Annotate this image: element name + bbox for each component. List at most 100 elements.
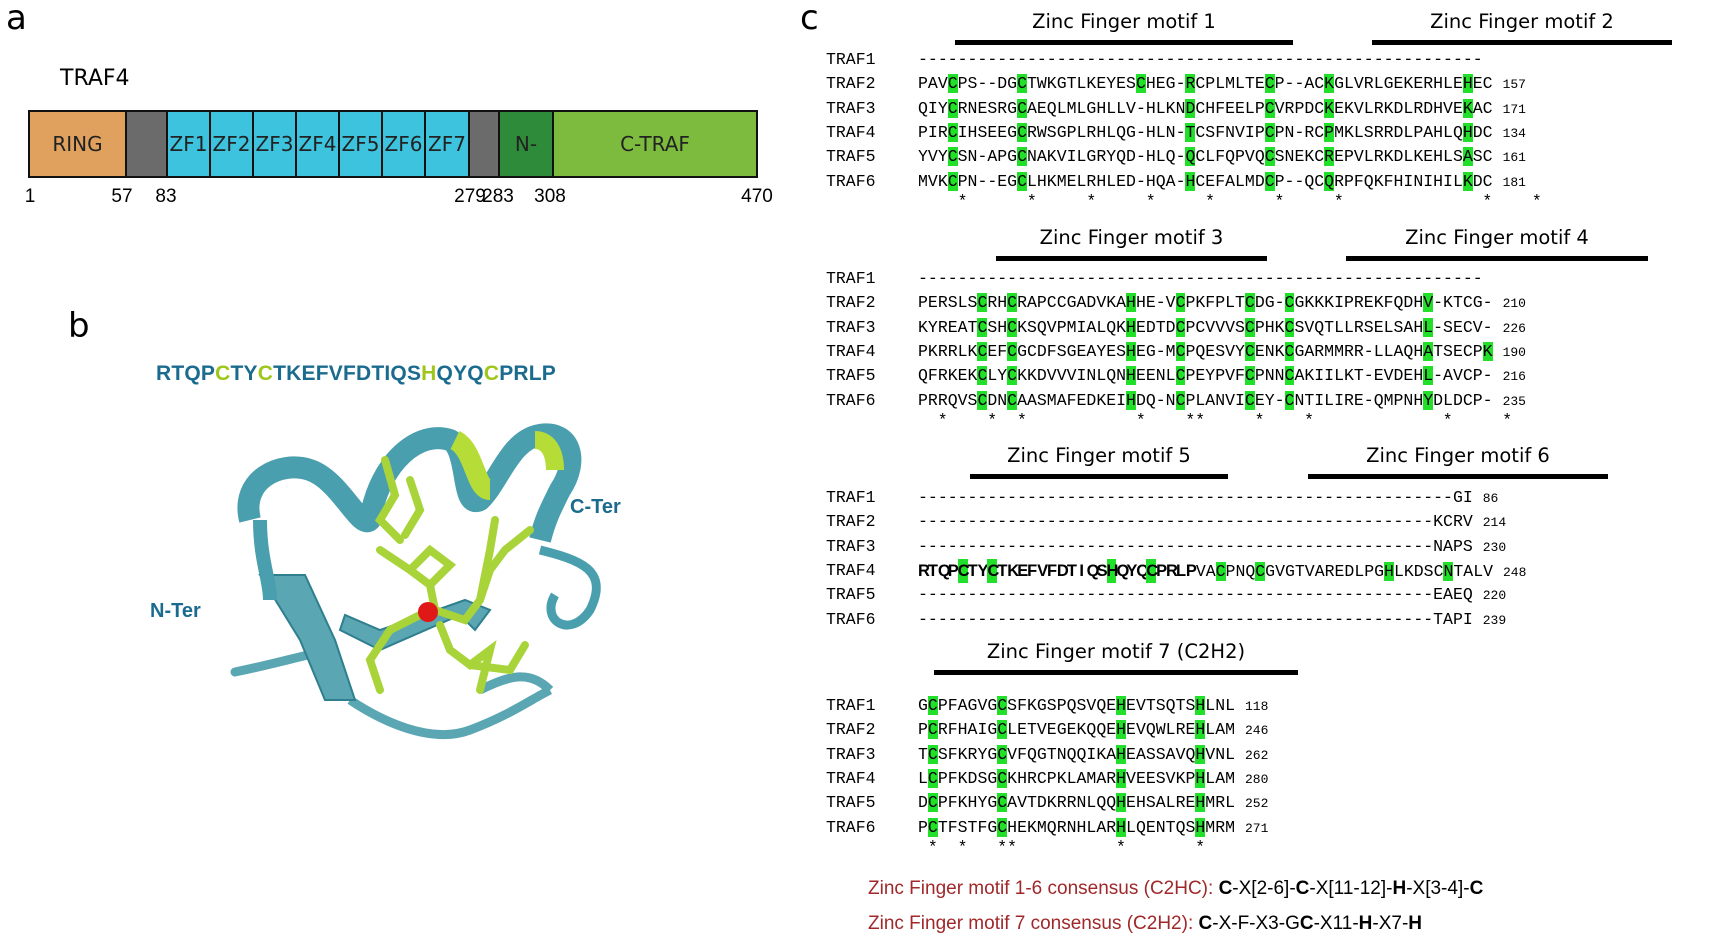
consensus-token: C [1295, 878, 1310, 899]
consensus-token: -X[2-6]- [1232, 878, 1296, 899]
sequence-name: TRAF6 [826, 609, 876, 629]
sequence-name: TRAF4 [826, 122, 876, 142]
conservation-stars: * * * * ** * * * * [918, 410, 1513, 430]
sequence-name: TRAF4 [826, 768, 876, 788]
motif-title: Zinc Finger motif 6 [1366, 444, 1550, 467]
consensus-token: -X[11-12]- [1309, 878, 1393, 899]
residue-position: 283 [482, 186, 514, 207]
sequence-segment: RTQP [156, 362, 216, 385]
motif-title: Zinc Finger motif 3 [1039, 226, 1224, 249]
residue-count: 220 [1482, 588, 1507, 604]
sequence-row: PIRCIHSEEGCRWSGPLRHLQG-HLN-TCSFNVIPCPN-R… [918, 122, 1526, 142]
motif-title: Zinc Finger motif 7 (C2H2) [986, 640, 1246, 663]
domain-linker [125, 110, 168, 178]
domain-zf1: ZF1 [166, 110, 211, 178]
sequence-row: QFRKEKCLYCKKDVVVINLQNHEENLCPEYPVFCPNNCAK… [918, 366, 1526, 386]
domain-zf5: ZF5 [338, 110, 383, 178]
sequence-row: PKRRLKCEFCGCDFSGEAYESHEG-MCPQESVYCENKCGA… [918, 341, 1526, 361]
consensus-token: H [1408, 913, 1423, 934]
residue-count: 252 [1245, 796, 1269, 812]
residue-position: 83 [155, 186, 177, 207]
consensus-c2h2: Zinc Finger motif 7 consensus (C2H2): C-… [868, 913, 1422, 935]
consensus-token: -X-F-X3-G [1212, 913, 1300, 934]
residue-count: 280 [1245, 771, 1269, 787]
sequence-row: ----------------------------------------… [918, 488, 1499, 507]
sequence-name: TRAF5 [826, 793, 876, 813]
residue-position: 279 [454, 186, 486, 207]
sequence-name: TRAF6 [826, 817, 876, 837]
sequence-name: TRAF2 [826, 293, 876, 313]
residue-position: 1 [24, 186, 36, 207]
zf5-sequence: RTQPCTYCTKEFVFDTIQSHQYQCPRLP [156, 362, 556, 386]
panel-label-a: a [6, 0, 27, 38]
sequence-row: PRRQVSCDNCAASMAFEDKEIHDQ-NCPLANVICEY-CNT… [918, 390, 1526, 410]
domain-ring: RING [28, 110, 127, 178]
sequence-name: TRAF5 [826, 366, 876, 386]
sequence-name: TRAF1 [826, 696, 876, 715]
consensus-token: -X7- [1372, 913, 1409, 934]
sequence-name: TRAF2 [826, 720, 876, 740]
sequence-name: TRAF6 [826, 171, 876, 191]
sequence-segment: PRLP [499, 362, 557, 385]
motif-title: Zinc Finger motif 5 [1007, 444, 1191, 467]
residue-count: 226 [1502, 320, 1526, 336]
sequence-row: ----------------------------------------… [918, 50, 1483, 69]
residue-count: 214 [1482, 515, 1507, 531]
sequence-row: KYREATCSHCKSQVPMIALQKHEDTDCPCVVVSCPHKCSV… [918, 317, 1526, 337]
consensus-c2h2-pattern: C-X-F-X3-GC-X11-H-X7-H [1199, 913, 1423, 934]
consensus-token: H [1358, 913, 1373, 934]
residue-count: 171 [1502, 101, 1526, 117]
sequence-segment: H [421, 362, 437, 385]
sequence-row: QIYCRNESRGCAEQLMLGHLLV-HLKNDCHFEELPCVRPD… [918, 98, 1526, 118]
domain-ctraf: C-TRAF [552, 110, 758, 178]
sequence-row: PAVCPS--DGCTWKGTLKEYESCHEG-RCPLMLTECP--A… [918, 74, 1526, 94]
motif-bar [934, 670, 1298, 675]
residue-count: 161 [1502, 150, 1526, 166]
panel-label-b: b [68, 306, 90, 346]
consensus-c2hc: Zinc Finger motif 1-6 consensus (C2HC): … [868, 878, 1483, 900]
domain-zf7: ZF7 [424, 110, 470, 178]
sequence-name: TRAF1 [826, 50, 876, 69]
consensus-token: -X11- [1313, 913, 1359, 934]
sequence-name: TRAF5 [826, 147, 876, 167]
sequence-row: MVKCPN--EGCLHKMELRHLED-HQA-HCEFALMDCP--Q… [918, 171, 1526, 191]
consensus-token: -X[3-4]- [1406, 878, 1470, 899]
domain-zf3: ZF3 [252, 110, 297, 178]
domain-zf4: ZF4 [295, 110, 340, 178]
conservation-stars: * * * * * * * * * [918, 191, 1542, 211]
sequence-name: TRAF3 [826, 536, 876, 556]
sequence-row: ----------------------------------------… [918, 512, 1507, 532]
consensus-token: C [1218, 878, 1233, 899]
sequence-row: YVYCSN-APGCNAKVILGRYQD-HLQ-QCLFQPVQCSNEK… [918, 147, 1526, 167]
sequence-name: TRAF1 [826, 488, 876, 507]
motif-bar [1346, 256, 1648, 261]
sequence-segment: TKEFVFDTIQS [273, 362, 422, 385]
panel-label-c: c [800, 0, 819, 38]
consensus-token: C [1469, 878, 1484, 899]
residue-count: 134 [1502, 125, 1526, 141]
consensus-c2hc-pattern: C-X[2-6]-C-X[11-12]-H-X[3-4]-C [1219, 878, 1484, 899]
domain-zf6: ZF6 [381, 110, 426, 178]
sequence-row: ----------------------------------------… [918, 609, 1507, 629]
sequence-segment: QYQ [436, 362, 484, 385]
domain-n: N- [498, 110, 554, 178]
residue-count: 235 [1502, 393, 1526, 409]
motif-bar [970, 474, 1228, 479]
conservation-stars: * * ** * * [918, 837, 1206, 857]
residue-count: 216 [1502, 369, 1526, 385]
residue-count: 230 [1482, 539, 1507, 555]
sequence-row: ----------------------------------------… [918, 269, 1483, 288]
consensus-token: C [1198, 913, 1213, 934]
sequence-row: ----------------------------------------… [918, 585, 1507, 605]
sequence-segment: C [215, 362, 231, 385]
n-ter-label: N-Ter [150, 600, 201, 622]
motif-bar [1372, 40, 1672, 45]
sequence-segment: C [257, 362, 274, 385]
protein-name: TRAF4 [60, 66, 130, 91]
